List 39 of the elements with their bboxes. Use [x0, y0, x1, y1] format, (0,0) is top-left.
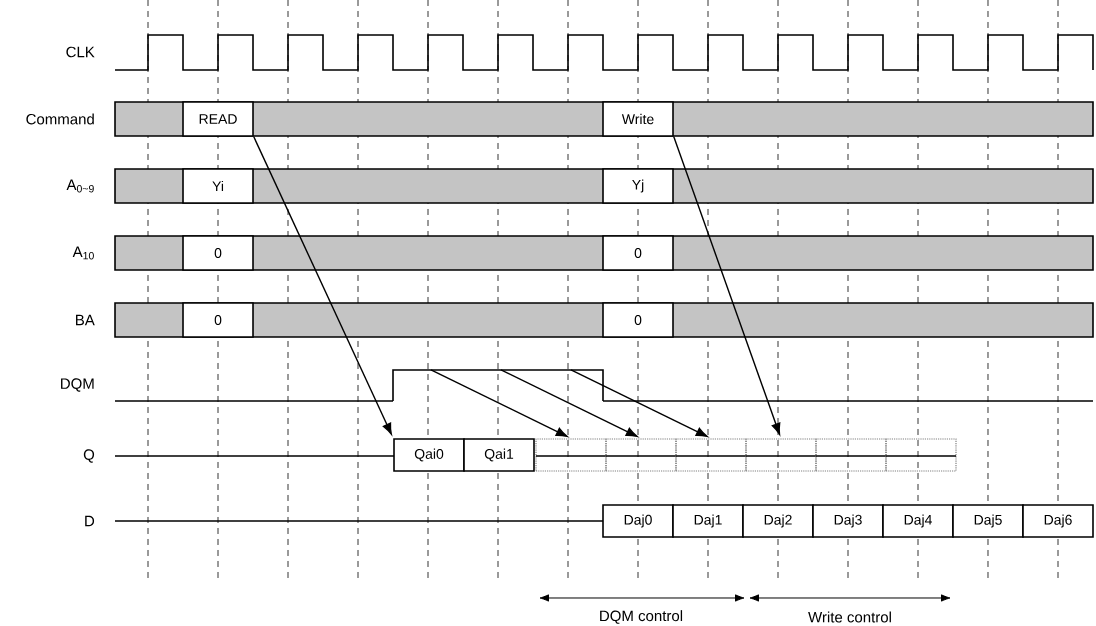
arrow: [500, 369, 638, 438]
pulse-waveform: [392, 369, 604, 402]
signal-name: Q: [83, 449, 95, 463]
value-box: Daj1: [672, 504, 744, 538]
signal-name: A$_{0~9}$: [66, 179, 94, 193]
arrow: [430, 369, 568, 438]
value-box: Daj6: [1022, 504, 1094, 538]
value-box: Daj3: [812, 504, 884, 538]
value-box: 0: [182, 235, 254, 271]
annotation-text: Write control: [808, 611, 891, 623]
value-box: READ: [182, 101, 254, 137]
dotted-box: [535, 438, 607, 472]
dotted-box: [815, 438, 887, 472]
annotation-text: DQM control: [600, 610, 683, 624]
signal-name: D: [85, 515, 95, 527]
signal-name: BA: [76, 314, 95, 326]
value-box: Qai0: [393, 438, 465, 472]
dotted-box: [605, 438, 677, 472]
value-box: 0: [602, 235, 674, 271]
dotted-box: [675, 438, 747, 472]
arrow: [673, 136, 781, 435]
value-box: Daj5: [952, 504, 1024, 538]
signal-name: CLK: [66, 46, 95, 58]
signal-name: Command: [26, 113, 94, 125]
dotted-box: [745, 438, 817, 472]
value-box: Daj4: [882, 504, 954, 538]
signal-name: A$_{10}$: [72, 246, 94, 260]
value-box: 0: [182, 302, 254, 338]
arrow: [570, 369, 708, 438]
value-box: Write: [602, 101, 674, 137]
dotted-box: [885, 438, 957, 472]
value-box: 0: [602, 302, 674, 338]
arrow: [253, 136, 392, 435]
value-box: Yj: [602, 168, 674, 204]
value-box: Qai1: [463, 438, 535, 472]
value-box: Daj2: [742, 504, 814, 538]
value-box: Yi: [182, 168, 254, 204]
value-box: Daj0: [602, 504, 674, 538]
signal-name: DQM: [61, 378, 94, 392]
